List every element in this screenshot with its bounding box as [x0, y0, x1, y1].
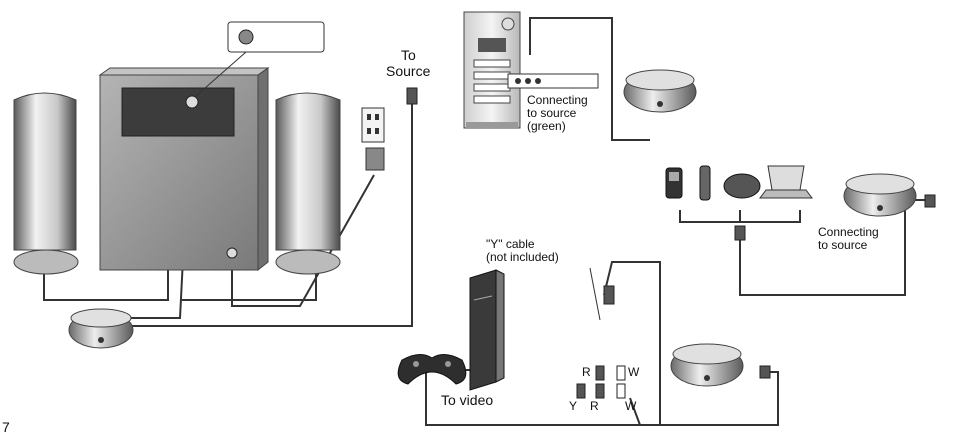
subwoofer-callout	[227, 21, 325, 53]
to-video-label: To video	[441, 392, 494, 408]
subwoofer	[98, 21, 325, 272]
cd-player-icon	[723, 173, 761, 199]
connecting-green-label-line1: Connecting	[527, 93, 588, 107]
cable-to-source	[122, 95, 413, 327]
plug-r-lower	[595, 383, 605, 399]
control-pod-pc	[623, 69, 697, 113]
sound-card-callout	[507, 73, 599, 89]
cable-pc	[529, 17, 650, 141]
connecting-green-label-line3: (green)	[527, 119, 566, 133]
control-pod-main	[68, 308, 134, 349]
control-pod-devices	[843, 173, 917, 217]
y-cable-pointer	[589, 267, 601, 321]
plug-y-lower	[576, 383, 586, 399]
subwoofer-rear-panel	[121, 87, 235, 137]
plug-y-lower-label: Y	[569, 399, 578, 413]
connecting-label-line2: to source	[818, 238, 868, 252]
plug-w-upper	[616, 365, 626, 381]
cable-y-w	[629, 371, 779, 426]
y-cable-plugs	[576, 194, 936, 399]
to-source-label-line1: To	[401, 47, 416, 63]
connecting-label-line1: Connecting	[818, 225, 879, 239]
to-source-label-line2: Source	[386, 63, 431, 79]
plug-r-lower-label: R	[590, 399, 599, 413]
plug-w-lower-label: W	[625, 399, 637, 413]
portable-devices	[665, 165, 813, 241]
speaker-left	[13, 92, 79, 275]
page-number: 7	[2, 419, 10, 435]
plug-w-upper-label: W	[628, 365, 640, 379]
power-plug-icon	[365, 147, 385, 171]
control-pod-video	[670, 343, 744, 387]
y-cable-label-line2: (not included)	[486, 250, 559, 264]
speaker-right	[275, 92, 341, 275]
cables	[43, 17, 930, 426]
source-plug-icon	[406, 87, 418, 105]
power-jack-icon	[226, 247, 238, 259]
phone-icon	[699, 165, 711, 201]
y-cable-label-line1: "Y" cable	[486, 237, 535, 251]
connecting-green-label-line2: to source	[527, 106, 577, 120]
plug-r-upper	[595, 365, 605, 381]
plug-w-lower	[616, 383, 626, 399]
subwoofer-jack-icon	[185, 95, 199, 109]
game-console-icon	[469, 269, 505, 391]
laptop-icon	[767, 165, 805, 191]
pc-tower-icon	[463, 11, 599, 129]
plug-r-upper-label: R	[582, 365, 591, 379]
game-controller-icon	[397, 354, 467, 385]
wall-outlet-icon	[361, 107, 385, 171]
